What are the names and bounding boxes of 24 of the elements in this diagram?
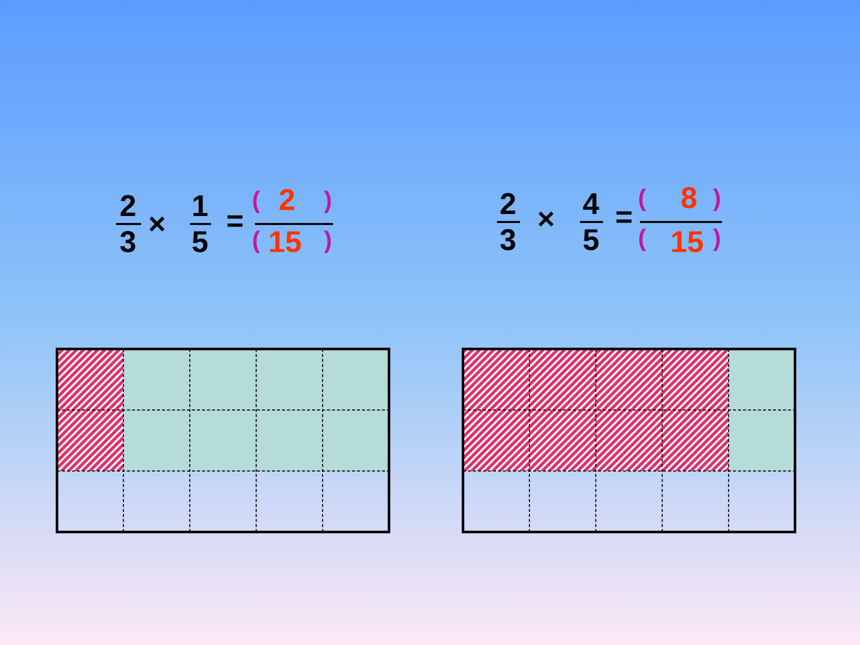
operator-sign: =	[615, 203, 633, 233]
answer-number: 15	[268, 228, 302, 258]
fraction-number: 3	[500, 226, 516, 256]
answer-number: 15	[670, 228, 704, 258]
operator-sign: =	[226, 207, 244, 237]
fraction-number: 5	[192, 228, 208, 258]
operator-sign: ×	[537, 205, 555, 235]
parenthesis: )	[713, 224, 721, 254]
parenthesis: (	[638, 184, 646, 214]
operator-sign: ×	[148, 210, 166, 240]
parenthesis: (	[638, 224, 646, 254]
answer-number: 2	[278, 186, 296, 216]
parenthesis: )	[713, 184, 721, 214]
parenthesis: (	[252, 226, 260, 256]
fraction-number: 2	[500, 190, 516, 220]
parenthesis: )	[324, 226, 332, 256]
parenthesis: (	[252, 186, 260, 216]
fraction-number: 5	[582, 226, 600, 256]
fraction-number: 1	[192, 192, 208, 222]
answer-number: 8	[680, 184, 698, 214]
fraction-number: 3	[120, 228, 136, 258]
fraction-number: 2	[120, 192, 136, 222]
parenthesis: )	[324, 186, 332, 216]
fraction-number: 4	[582, 190, 600, 220]
